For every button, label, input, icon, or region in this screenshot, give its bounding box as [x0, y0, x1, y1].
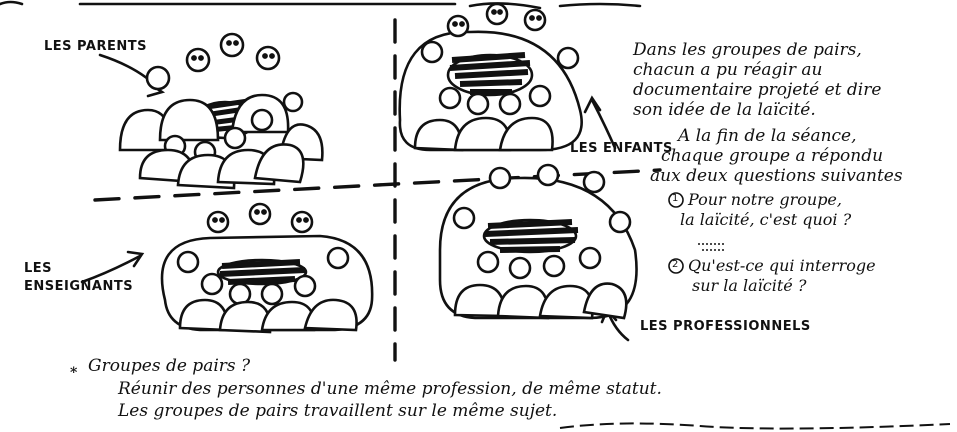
question-1-line2: la laïcité, c'est quoi ? — [680, 210, 852, 229]
question-2-circle — [668, 258, 684, 274]
side-text-line1: Dans les groupes de pairs, — [633, 40, 862, 60]
side-text-line3: documentaire projeté et dire — [633, 80, 882, 100]
label-parents: LES PARENTS — [44, 39, 147, 54]
teachers-arrow — [80, 254, 142, 284]
professionals-group — [438, 163, 638, 320]
label-professionals: LES PROFESSIONNELS — [640, 319, 811, 334]
label-teachers-line2: ENSEIGNANTS — [24, 279, 134, 294]
parents-group — [118, 32, 324, 190]
teachers-group — [160, 202, 374, 334]
footnote-line2: Réunir des personnes d'une même professi… — [118, 379, 662, 399]
question-1-line1: Pour notre groupe, — [688, 190, 842, 209]
side-text-line2: chacun a pu réagir au — [633, 60, 823, 80]
footnote-marker: * — [70, 365, 78, 381]
question-1-number: 1 — [672, 193, 679, 204]
label-children: LES ENFANTS — [570, 141, 673, 156]
label-teachers-line1: LES — [24, 261, 53, 276]
question-1-circle — [668, 192, 684, 208]
side-text-line7: aux deux questions suivantes — [650, 166, 903, 186]
doodle-arrow — [698, 243, 726, 251]
children-arrow — [590, 98, 617, 150]
footnote-line3: Les groupes de pairs travaillent sur le … — [118, 401, 558, 421]
question-2-line1: Qu'est-ce qui interroge — [688, 256, 876, 275]
children-group — [398, 2, 583, 152]
side-text-line5: A la fin de la séance, — [678, 126, 857, 146]
side-text-line4: son idée de la laïcité. — [633, 100, 816, 120]
footnote-line1: Groupes de pairs ? — [88, 356, 251, 376]
side-text-line6: chaque groupe a répondu — [661, 146, 884, 166]
question-2-number: 2 — [672, 259, 679, 270]
question-2-line2: sur la laïcité ? — [692, 276, 807, 295]
header-text-fragment — [468, 2, 642, 10]
horizontal-divider — [93, 168, 662, 202]
header-number-fragment — [0, 0, 24, 6]
